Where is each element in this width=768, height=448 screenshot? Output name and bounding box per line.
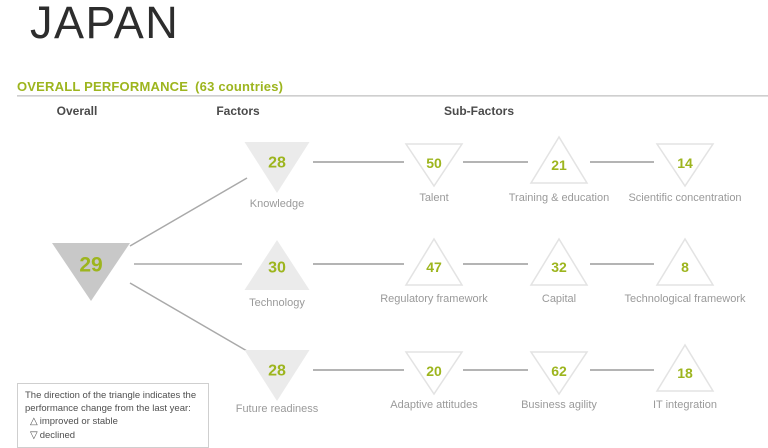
- subfactor-label-business-agility: Business agility: [521, 399, 597, 411]
- subfactor-triangle-technological-framework: [655, 237, 715, 286]
- subfactor-triangle-regulatory-framework: [404, 237, 464, 286]
- subfactor-triangle-scientific-concentration: [655, 143, 715, 188]
- subfactor-rank-adaptive-attitudes: 20: [426, 363, 442, 379]
- page-title: JAPAN: [30, 0, 180, 48]
- triangle-up-icon: △: [30, 416, 38, 428]
- subfactor-rank-it-integration: 18: [677, 365, 693, 381]
- overall-triangle: [52, 243, 130, 301]
- subfactor-rank-talent: 50: [426, 155, 442, 171]
- factor-triangle-knowledge: [244, 142, 310, 193]
- column-header-sub-factors: Sub-Factors: [443, 104, 515, 118]
- legend-item-improved: △improved or stable: [25, 415, 201, 429]
- section-header: OVERALL PERFORMANCE (63 countries): [17, 79, 283, 94]
- section-title: OVERALL PERFORMANCE: [17, 79, 189, 94]
- connector-line: [129, 282, 248, 352]
- subfactor-label-regulatory-framework: Regulatory framework: [380, 293, 488, 305]
- subfactor-label-it-integration: IT integration: [653, 399, 717, 411]
- subfactor-rank-training-education: 21: [551, 157, 567, 173]
- subfactor-label-adaptive-attitudes: Adaptive attitudes: [390, 399, 478, 411]
- subfactor-rank-scientific-concentration: 14: [677, 155, 693, 171]
- factor-label-future-readiness: Future readiness: [236, 403, 319, 415]
- subfactor-triangle-training-education: [529, 135, 589, 184]
- factor-rank-technology: 30: [268, 260, 286, 277]
- subfactor-triangle-capital: [529, 237, 589, 286]
- subfactor-label-technological-framework: Technological framework: [624, 293, 746, 305]
- legend-item-declined: ▽declined: [25, 429, 201, 443]
- subfactor-triangle-business-agility: [529, 351, 589, 396]
- section-divider: [17, 95, 768, 97]
- column-header-overall: Overall: [56, 104, 98, 118]
- legend-declined-label: declined: [39, 429, 76, 441]
- subfactor-label-talent: Talent: [419, 192, 448, 204]
- factor-triangle-future-readiness: [244, 350, 310, 401]
- subfactor-triangle-it-integration: [655, 343, 715, 392]
- factor-rank-future-readiness: 28: [268, 363, 286, 380]
- subfactor-rank-capital: 32: [551, 259, 567, 275]
- factor-triangle-technology: [244, 240, 310, 290]
- subfactor-rank-technological-framework: 8: [681, 259, 689, 275]
- subfactor-rank-business-agility: 62: [551, 363, 567, 379]
- subfactor-label-capital: Capital: [542, 293, 576, 305]
- legend-box: The direction of the triangle indicates …: [17, 383, 209, 448]
- connector-line: [129, 177, 248, 247]
- legend-text-line1: The direction of the triangle indicates …: [25, 390, 197, 401]
- subfactor-label-scientific-concentration: Scientific concentration: [628, 192, 741, 204]
- overall-rank: 29: [79, 254, 102, 277]
- factor-label-technology: Technology: [249, 297, 305, 309]
- subfactor-triangle-adaptive-attitudes: [404, 351, 464, 396]
- factor-rank-knowledge: 28: [268, 155, 286, 172]
- factor-label-knowledge: Knowledge: [250, 198, 304, 210]
- subfactor-label-training-education: Training & education: [509, 192, 610, 204]
- triangle-down-icon: ▽: [30, 429, 38, 441]
- legend-text-line2: performance change from the last year:: [25, 402, 191, 414]
- subfactor-rank-regulatory-framework: 47: [426, 259, 442, 275]
- subfactor-triangle-talent: [404, 143, 464, 188]
- column-header-factors: Factors: [216, 104, 260, 118]
- section-country-count: (63 countries): [195, 79, 284, 94]
- legend-improved-label: improved or stable: [39, 416, 118, 428]
